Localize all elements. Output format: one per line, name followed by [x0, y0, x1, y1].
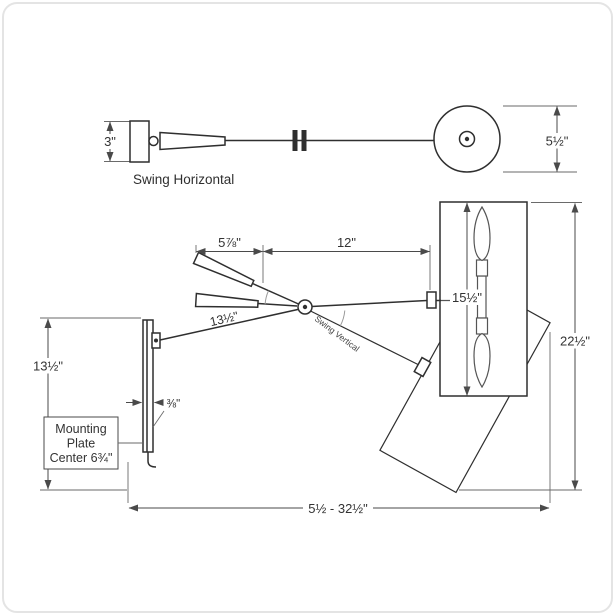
shade-top-inner-ring	[458, 130, 476, 148]
arm-handle-level	[194, 292, 259, 308]
dim-label-arm: 12"	[337, 235, 356, 250]
dim-label-swing-arm: 13½"	[209, 309, 240, 329]
arm-handle-raised	[192, 251, 255, 288]
dim-text-mask	[31, 358, 65, 374]
mounting-note-line1: Mounting	[55, 422, 106, 436]
bulb-socket-upper	[475, 259, 489, 277]
dim-label-shade-diameter: 5½"	[546, 134, 569, 149]
arm-rod-raised	[252, 282, 299, 305]
dim-text-mask	[303, 500, 373, 516]
mounting-note-line3: Center 6¾"	[50, 451, 113, 465]
dim-label-extension: 5½ - 32½"	[308, 501, 368, 516]
elbow-joint	[426, 291, 437, 309]
dim-label-backplate: 13½"	[33, 359, 63, 374]
arm-knob-top-view	[148, 135, 159, 147]
extension-arm	[311, 299, 428, 308]
arm-handle-top-view	[159, 131, 226, 151]
dim-label-overall-height: 22½"	[560, 334, 590, 349]
switch-detail	[147, 452, 157, 468]
dim-label-shade-height: 15½"	[452, 290, 482, 305]
top-view-title: Swing Horizontal	[133, 172, 234, 187]
bulb-upper	[473, 205, 491, 262]
leader-line	[152, 410, 165, 428]
bulb-lower	[473, 332, 491, 389]
swing-vertical-label: Swing Vertical	[313, 314, 362, 354]
dim-text-mask	[450, 289, 484, 305]
elbow-joint-swung	[413, 356, 432, 378]
swing-arm-swung-position	[310, 310, 419, 366]
dim-label-thickness: ⅜"	[167, 399, 181, 411]
mounting-note-box	[43, 416, 119, 470]
dim-label-plate-height: 3"	[104, 134, 116, 149]
dim-label-handle: 5⅞"	[218, 235, 241, 250]
backplate-top-view	[129, 120, 150, 163]
main-support-arm	[159, 308, 301, 341]
dim-text-mask	[542, 133, 572, 149]
bracket-pin	[154, 338, 158, 343]
pivot-center	[302, 304, 308, 310]
arm-coupler-2	[301, 130, 307, 151]
shade-top-center-dot	[464, 136, 470, 142]
dim-text-mask	[101, 134, 120, 149]
swing-arc-left	[264, 290, 269, 305]
arm-coupler-1	[292, 130, 298, 151]
bulb-socket-lower	[475, 317, 489, 335]
swing-arc-right	[339, 310, 346, 327]
mounting-note-line2: Plate	[67, 437, 96, 451]
dimensions: 5⅞" 12" 15½" 22½" 13½" ⅜" Mounting Plate…	[31, 202, 592, 516]
dim-text-mask	[558, 333, 592, 349]
top-view: 3" 5½" Swing Horizontal	[101, 105, 577, 187]
arm-rod-level	[257, 302, 298, 307]
